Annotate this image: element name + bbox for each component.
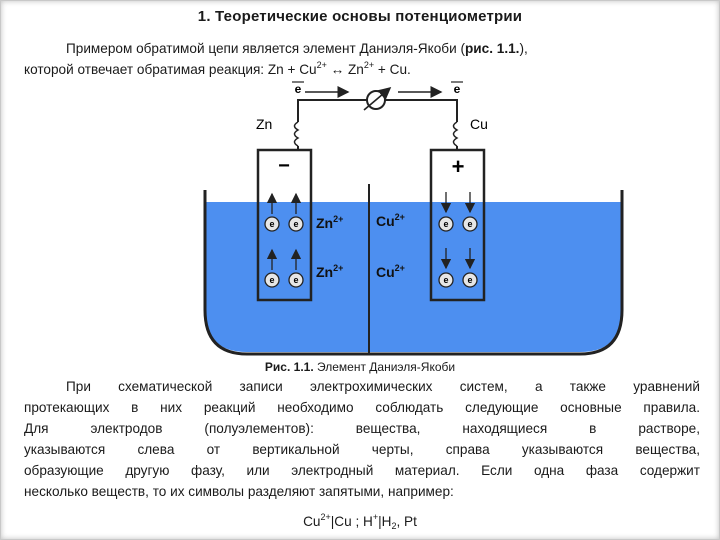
paragraph-line: При схематической записи электрохимическ… — [66, 379, 700, 394]
electron-symbol: e — [443, 275, 448, 285]
zinc-electrons: e e e e — [264, 192, 304, 288]
electron-symbol: e — [467, 219, 472, 229]
copper-ion-label-upper: Cu2+ — [376, 212, 405, 229]
copper-electrode-label: Cu — [470, 116, 488, 132]
paragraph-line: образующие другую фазу, или электродный … — [24, 463, 700, 478]
formula-subscript: 2 — [391, 521, 397, 531]
paragraph-line: протекающих в них реакций необходимо соб… — [24, 400, 700, 415]
caption-text: Элемент Даниэля-Якоби — [313, 360, 456, 374]
intro-line-2: которой отвечает обратимая реакция: Zn +… — [24, 59, 700, 80]
intro-text: ↔ Zn — [326, 62, 364, 77]
formula-part: |Cu ; H — [330, 514, 373, 529]
figure-reference: рис. 1.1. — [464, 41, 520, 56]
formula-part: , Pt — [396, 514, 417, 529]
charge-superscript: 2+ — [363, 60, 375, 70]
charge-superscript: 2+ — [316, 60, 327, 70]
formula-superscript: 2+ — [320, 512, 331, 522]
formula-part: Cu — [303, 514, 321, 529]
intro-line-1: Примером обратимой цепи является элемент… — [24, 38, 700, 59]
figure-caption: Рис. 1.1. Элемент Даниэля-Якоби — [0, 360, 720, 374]
paragraph-line: Для электродов (полуэлементов): вещества… — [24, 421, 700, 436]
electron-label-right: e — [454, 82, 461, 96]
example-formula: Cu2+|Cu ; H+|H2, Pt — [0, 512, 720, 531]
left-coil — [293, 121, 300, 147]
paragraph-line: несколько веществ, то их символы разделя… — [24, 484, 454, 499]
galvanometer-needle — [363, 86, 392, 111]
electron-symbol: e — [443, 219, 448, 229]
electron-symbol: e — [269, 275, 274, 285]
zinc-ion-label-lower: Zn2+ — [316, 263, 343, 280]
positive-sign: + — [452, 154, 465, 179]
vessel — [203, 190, 624, 356]
right-coil — [452, 121, 459, 147]
electron-symbol: e — [269, 219, 274, 229]
electron-symbol: e — [467, 275, 472, 285]
intro-paragraph: Примером обратимой цепи является элемент… — [24, 38, 700, 80]
intro-text: + Cu. — [374, 62, 411, 77]
electrolyte-solution — [205, 202, 622, 352]
negative-sign: − — [278, 155, 290, 177]
electron-symbol: e — [293, 219, 298, 229]
zinc-electrode — [256, 148, 313, 302]
page-title: 1. Теоретические основы потенциометрии — [197, 8, 523, 25]
rules-paragraph: При схематической записи электрохимическ… — [24, 376, 700, 502]
zinc-ion-label-upper: Zn2+ — [316, 214, 343, 231]
electron-label-left: e — [295, 82, 302, 96]
daniell-cell-diagram: e e Zn Cu − + e e e e e e e e — [203, 81, 624, 356]
formula-part: |H — [378, 514, 392, 529]
intro-text: ), — [519, 41, 528, 56]
electron-symbol: e — [293, 275, 298, 285]
copper-electrons: e e e e — [438, 192, 478, 288]
formula-superscript: + — [372, 512, 379, 522]
zinc-electrode-label: Zn — [256, 116, 272, 132]
copper-ion-label-lower: Cu2+ — [376, 263, 405, 280]
intro-text: которой отвечает обратимая реакция: Zn +… — [24, 62, 317, 77]
intro-text: Примером обратимой цепи является элемент… — [66, 41, 465, 56]
copper-electrode — [429, 148, 486, 302]
caption-label: Рис. 1.1. — [264, 360, 314, 374]
paragraph-line: указываются слева от вертикальной черты,… — [24, 442, 700, 457]
